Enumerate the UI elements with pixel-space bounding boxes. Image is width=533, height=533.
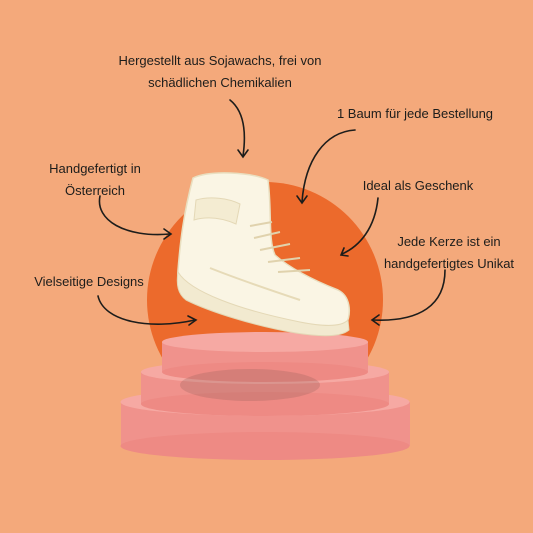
arrowhead-icon — [163, 228, 173, 240]
label-gift-line-1: Ideal als Geschenk — [362, 178, 474, 193]
arrowhead-icon — [296, 195, 308, 205]
arrowhead-icon — [339, 247, 349, 257]
arrowhead-icon — [187, 315, 198, 326]
label-unique-line-1: Jede Kerze ist ein — [397, 234, 501, 249]
label-handmade-austria-line-1: Handgefertigt in — [49, 161, 141, 176]
label-tree: 1 Baum für jede Bestellung — [330, 103, 500, 125]
curved-arrow-icon — [97, 295, 196, 325]
curved-arrow-icon — [301, 129, 356, 203]
label-soy-wax-line-2: schädlichen Chemikalien — [148, 75, 292, 90]
curved-arrow-icons — [97, 99, 446, 326]
label-unique: Jede Kerze ist ein handgefertigtes Unika… — [378, 231, 520, 275]
curved-arrow-icon — [372, 269, 446, 321]
label-unique-line-2: handgefertigtes Unikat — [383, 256, 515, 271]
label-designs: Vielseitige Designs — [28, 271, 150, 293]
label-handmade-austria: Handgefertigt in Österreich — [40, 158, 150, 202]
label-gift: Ideal als Geschenk — [356, 175, 480, 197]
podium-tier-top-top — [162, 332, 368, 352]
podium-tier-middle-base — [141, 392, 389, 416]
label-tree-line-1: 1 Baum für jede Bestellung — [336, 106, 494, 121]
podium-tier-top-base — [162, 362, 368, 382]
curved-arrow-icon — [98, 195, 171, 236]
podium — [120, 332, 410, 460]
arrowhead-icon — [370, 314, 380, 326]
curved-arrow-icon — [341, 197, 379, 255]
label-handmade-austria-line-2: Österreich — [65, 183, 125, 198]
arrowhead-icon — [237, 149, 249, 159]
label-designs-line-1: Vielseitige Designs — [34, 274, 144, 289]
label-soy-wax-line-1: Hergestellt aus Sojawachs, frei von — [118, 53, 322, 68]
label-soy-wax: Hergestellt aus Sojawachs, frei von schä… — [112, 50, 328, 94]
candle-shadow — [180, 369, 320, 401]
sneaker-candle — [176, 172, 351, 337]
curved-arrow-icon — [229, 99, 246, 157]
podium-tier-bottom-base — [120, 432, 410, 460]
